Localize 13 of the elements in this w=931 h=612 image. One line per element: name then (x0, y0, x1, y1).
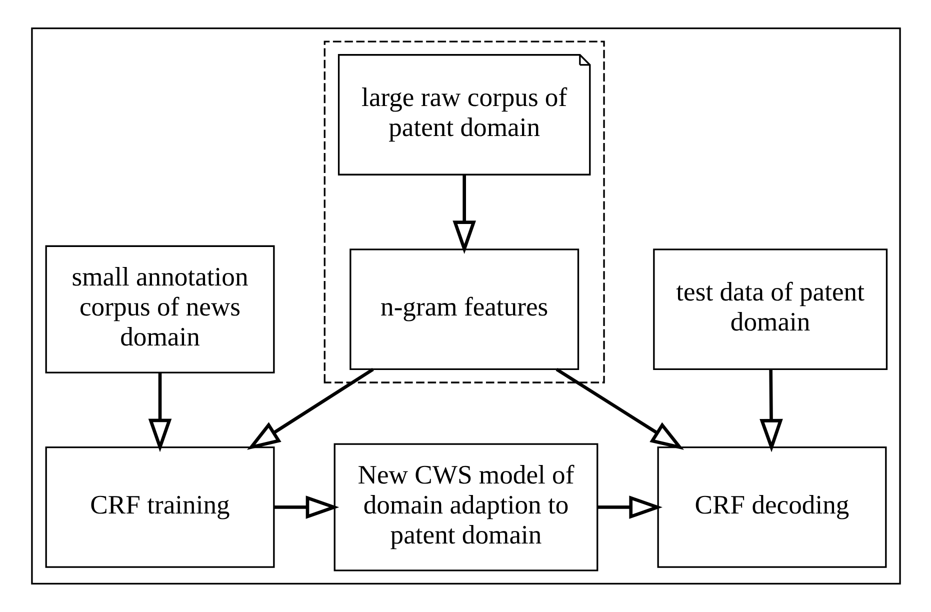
arrow (452, 174, 476, 254)
node-box: n-gram features (349, 248, 579, 370)
arrow (274, 496, 339, 519)
node-box: CRF training (44, 446, 274, 568)
arrow (596, 496, 662, 519)
arrow (148, 372, 172, 452)
arrow (759, 369, 782, 452)
node-box: New CWS model of domain adaption to patent domain (333, 443, 598, 572)
node-box: small annotation corpus of news domain (44, 245, 274, 374)
node-box: CRF decoding (656, 446, 886, 568)
cluster (30, 27, 900, 585)
cluster (323, 40, 604, 384)
node-box: test data of patent domain (652, 248, 888, 370)
